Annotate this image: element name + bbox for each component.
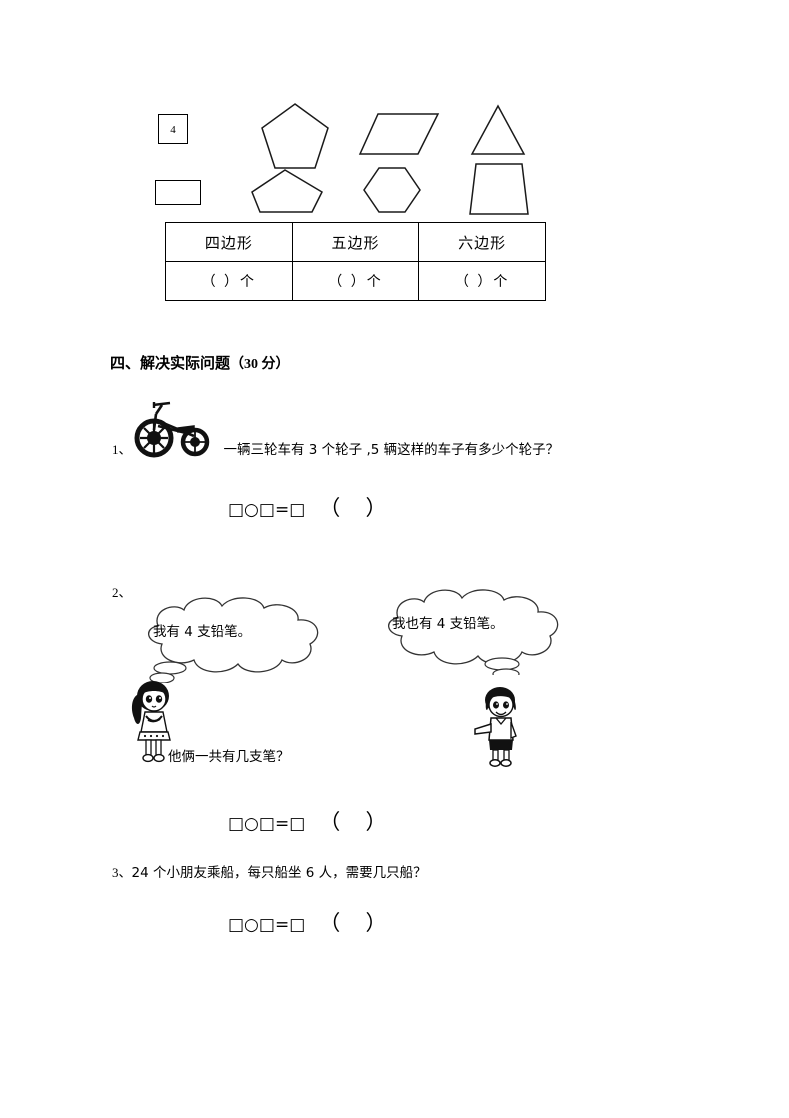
- girl-figure: [131, 681, 171, 763]
- question-2-equation-boxes[interactable]: □○□=□: [228, 814, 306, 834]
- question-1-equation[interactable]: □○□=□ （ ）: [228, 492, 397, 522]
- question-1-answer-paren[interactable]: （ ）: [319, 496, 397, 520]
- parallelogram-shape: [358, 113, 440, 155]
- thought-bubble-left: [148, 597, 319, 683]
- bubble-left-text: 我有 4 支铅笔。: [153, 624, 252, 640]
- section-heading-title: 四、解决实际问题: [110, 354, 231, 372]
- shape-count-table: 四边形 五边形 六边形 （ ）个 （ ）个 （ ）个: [165, 222, 546, 301]
- question-1-text: 一辆三轮车有 3 个轮子 ,5 辆这样的车子有多少个轮子？: [223, 442, 560, 458]
- answer-cell-hexagon[interactable]: （ ）个: [418, 261, 546, 301]
- bubble-right-text: 我也有 4 支铅笔。: [392, 616, 504, 632]
- table-header-row: 四边形 五边形 六边形: [165, 222, 546, 262]
- triangle-shape: [470, 104, 526, 155]
- tricycle-icon: [134, 401, 210, 458]
- question-2-number-wrap: 2、: [112, 586, 132, 601]
- question-1-line: 1、 一辆三轮车有 3 个轮子 ,5 辆这样的车子有多少个轮子？: [112, 443, 559, 458]
- pentagon-shape: [261, 103, 329, 169]
- question-3-answer-paren[interactable]: （ ）: [319, 911, 397, 935]
- table-header-quadrilateral: 四边形: [165, 222, 293, 262]
- question-3-number: 3、: [112, 865, 132, 880]
- question-3-equation-boxes[interactable]: □○□=□: [228, 915, 306, 935]
- question-1-equation-boxes[interactable]: □○□=□: [228, 500, 306, 520]
- shapes-figure-group: 4: [150, 98, 550, 218]
- trapezoid-shape: [469, 163, 529, 215]
- labeled-square-value: 4: [170, 124, 176, 136]
- question-2-number: 2、: [112, 585, 132, 600]
- question-3-equation[interactable]: □○□=□ （ ）: [228, 907, 397, 937]
- question-3-text: 24 个小朋友乘船，每只船坐 6 人，需要几只船？: [131, 865, 427, 881]
- question-2-answer-paren[interactable]: （ ）: [319, 810, 397, 834]
- thought-bubble-right: [388, 589, 559, 675]
- question-3-line: 3、24 个小朋友乘船，每只船坐 6 人，需要几只船？: [112, 866, 427, 881]
- rectangle-shape: [155, 180, 201, 205]
- boy-figure: [474, 687, 517, 767]
- answer-cell-pentagon[interactable]: （ ）个: [291, 261, 420, 301]
- question-1-number: 1、: [112, 442, 132, 457]
- table-header-hexagon: 六边形: [418, 222, 546, 262]
- hexagon-shape: [363, 167, 421, 213]
- answer-cell-quadrilateral[interactable]: （ ）个: [165, 261, 293, 301]
- wide-pentagon-shape: [251, 169, 323, 213]
- section-heading-score: （30 分）: [230, 357, 290, 372]
- section-heading: 四、解决实际问题（30 分）: [110, 352, 290, 373]
- table-answer-row: （ ）个 （ ）个 （ ）个: [165, 261, 546, 301]
- table-header-pentagon: 五边形: [291, 222, 420, 262]
- labeled-square-box: 4: [158, 114, 188, 144]
- question-2-text: 他俩一共有几支笔？: [168, 749, 290, 765]
- question-2-equation[interactable]: □○□=□ （ ）: [228, 806, 397, 836]
